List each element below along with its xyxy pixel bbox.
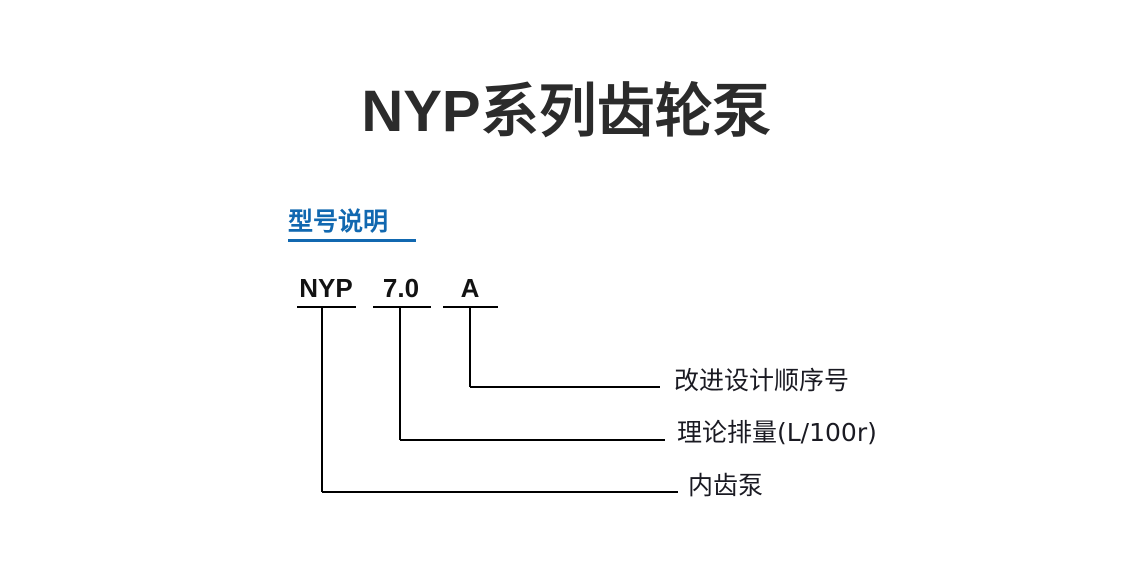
section-heading-underline xyxy=(288,239,416,242)
callout-label-displacement: 理论排量(L/100r) xyxy=(677,418,877,447)
model-code-token-displacement: 7.0 xyxy=(382,273,420,303)
model-code-token-version: A xyxy=(460,273,480,303)
page-title: NYP系列齿轮泵 xyxy=(361,79,771,144)
callout-label-pump-type: 内齿泵 xyxy=(688,471,764,500)
model-code-token-nyp: NYP xyxy=(299,273,353,303)
callout-label-version: 改进设计顺序号 xyxy=(674,366,850,395)
section-heading-model-description: 型号说明 xyxy=(288,208,389,236)
